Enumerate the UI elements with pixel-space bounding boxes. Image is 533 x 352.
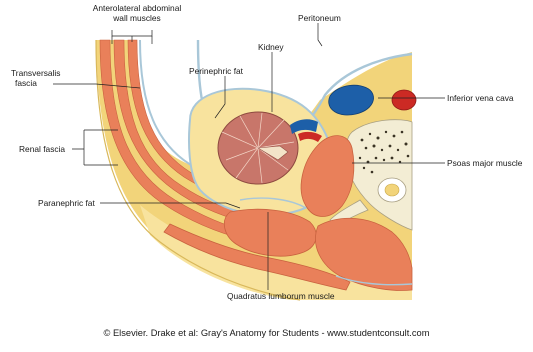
label-paranephric-fat: Paranephric fat: [38, 198, 95, 208]
label-quadratus-lumborum: Quadratus lumborum muscle: [227, 291, 335, 301]
label-transversalis: Transversalis fascia: [11, 68, 61, 88]
label-inferior-vena-cava: Inferior vena cava: [447, 93, 514, 103]
label-kidney: Kidney: [258, 42, 284, 52]
label-psoas-major: Psoas major muscle: [447, 158, 522, 168]
label-transversalis-line2: fascia: [11, 78, 61, 88]
label-anterolateral-line2: wall muscles: [82, 13, 192, 23]
spinal-cord: [385, 184, 399, 196]
label-transversalis-line1: Transversalis: [11, 68, 61, 78]
label-anterolateral-line1: Anterolateral abdominal: [82, 3, 192, 13]
label-peritoneum: Peritoneum: [298, 13, 341, 23]
copyright-credit: © Elsevier. Drake et al: Gray's Anatomy …: [0, 328, 533, 338]
label-perinephric-fat: Perinephric fat: [189, 66, 243, 76]
label-renal-fascia: Renal fascia: [19, 144, 65, 154]
label-anterolateral: Anterolateral abdominal wall muscles: [82, 3, 192, 23]
aorta-shape: [392, 90, 416, 110]
